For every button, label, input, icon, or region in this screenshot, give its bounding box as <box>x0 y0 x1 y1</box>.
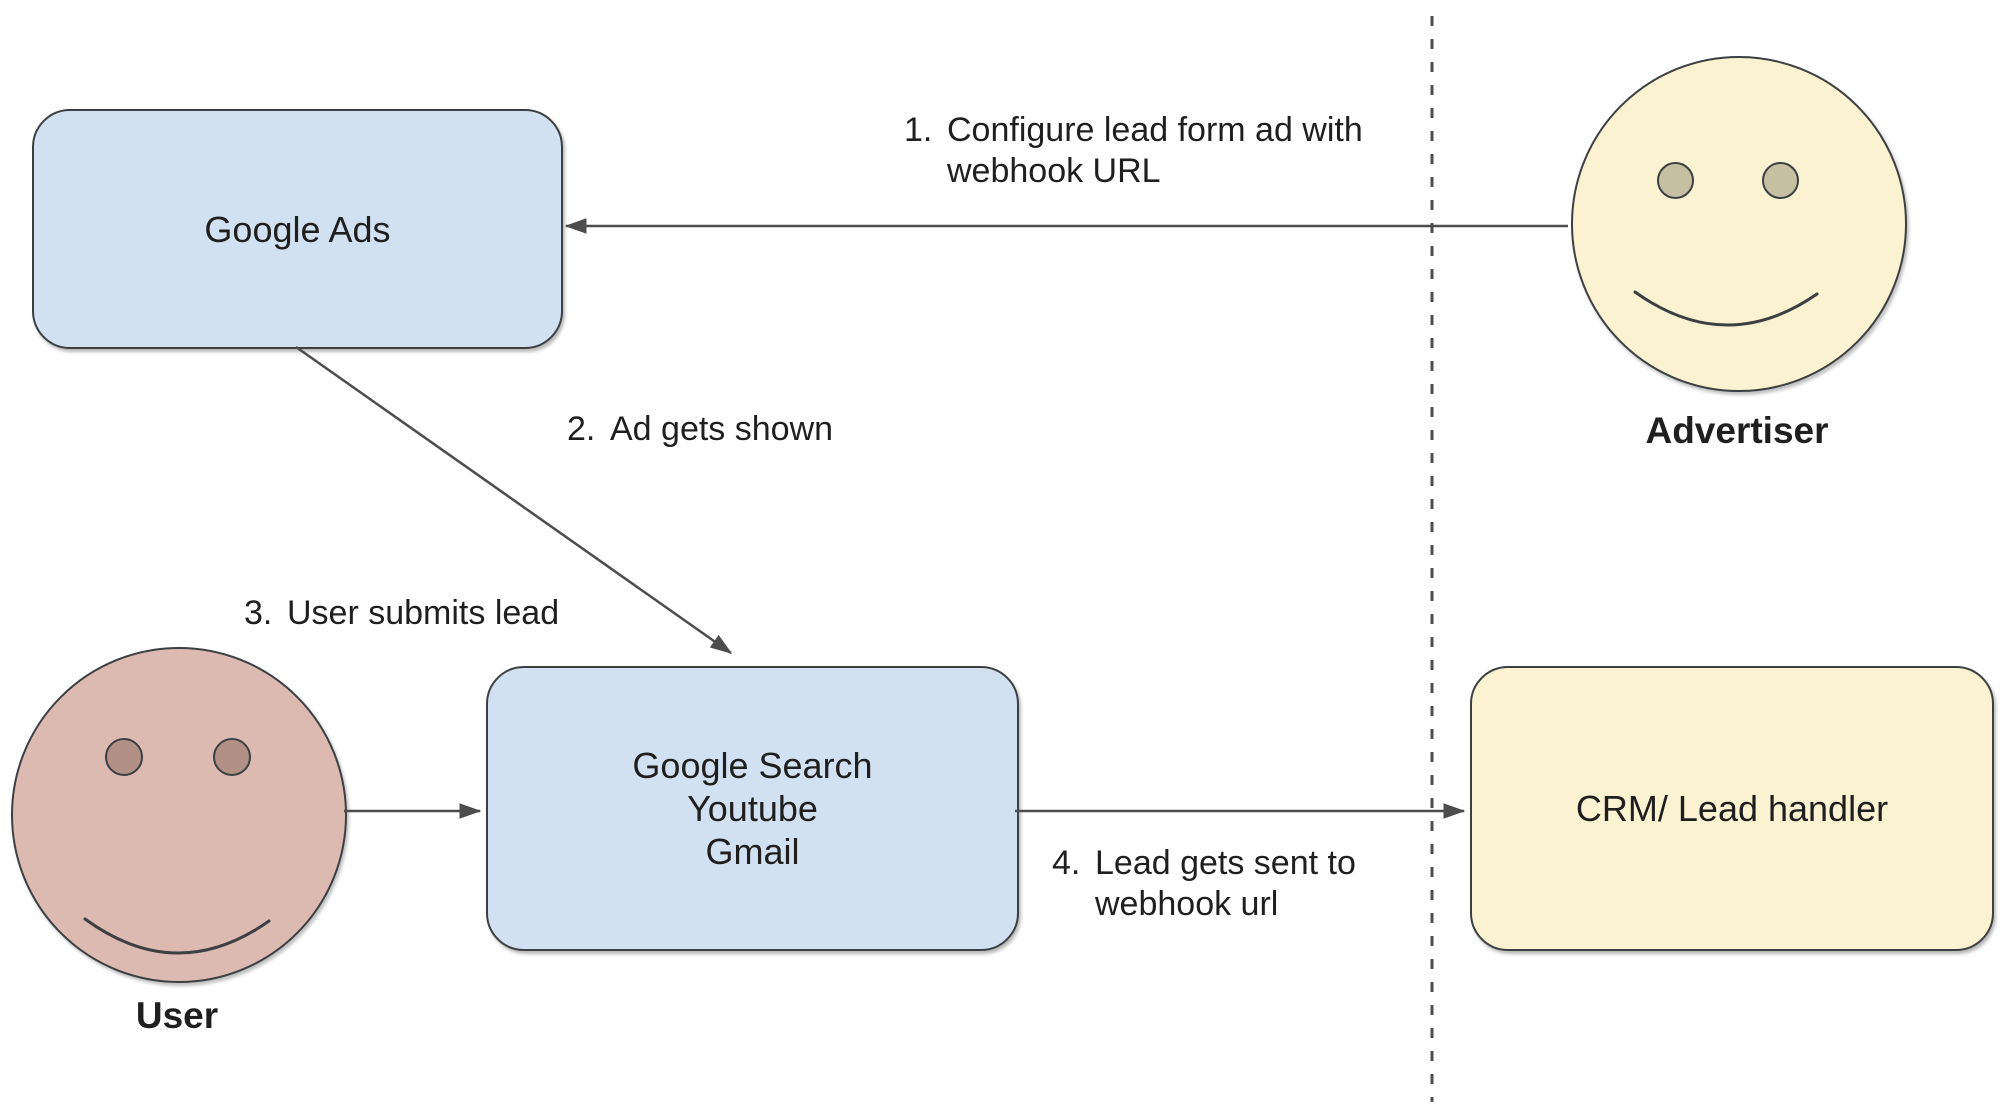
user-face-icon <box>11 647 347 983</box>
step-4-line-1: Lead gets sent to <box>1095 844 1356 882</box>
node-google-surfaces: Google Search Youtube Gmail <box>486 666 1019 951</box>
step-1-number: 1. <box>904 111 933 149</box>
advertiser-right-eye-icon <box>1762 162 1799 199</box>
step-2-annotation: 2. Ad gets shown <box>567 409 833 450</box>
advertiser-label: Advertiser <box>1645 410 1829 451</box>
node-google-surfaces-line-2: Youtube <box>687 788 818 829</box>
step-1-line-2: webhook URL <box>947 152 1161 190</box>
step-3-line-1: User submits lead <box>287 594 560 632</box>
step-3-number: 3. <box>244 594 273 632</box>
node-google-ads-label: Google Ads <box>204 208 391 250</box>
node-google-surfaces-line-3: Gmail <box>705 831 800 872</box>
step-2-number: 2. <box>567 410 596 448</box>
step-4-annotation: 4. Lead gets sent to webhook url <box>1052 843 1356 925</box>
user-left-eye-icon <box>105 738 143 776</box>
advertiser-left-eye-icon <box>1657 162 1694 199</box>
node-crm-lead-handler-label: CRM/ Lead handler <box>1575 788 1889 829</box>
step-3-annotation: 3. User submits lead <box>244 593 559 634</box>
step-4-number: 4. <box>1052 844 1081 882</box>
node-google-surfaces-line-1: Google Search <box>632 745 873 786</box>
step-1-line-1: Configure lead form ad with <box>947 111 1363 149</box>
step-4-line-2: webhook url <box>1095 885 1279 923</box>
advertiser-face-icon <box>1571 56 1907 392</box>
step-2-line-1: Ad gets shown <box>610 410 834 448</box>
step-1-annotation: 1. Configure lead form ad with webhook U… <box>904 110 1363 192</box>
user-label: User <box>135 995 219 1036</box>
node-google-ads: Google Ads <box>32 109 563 349</box>
node-crm-lead-handler: CRM/ Lead handler <box>1470 666 1994 951</box>
user-right-eye-icon <box>213 738 251 776</box>
